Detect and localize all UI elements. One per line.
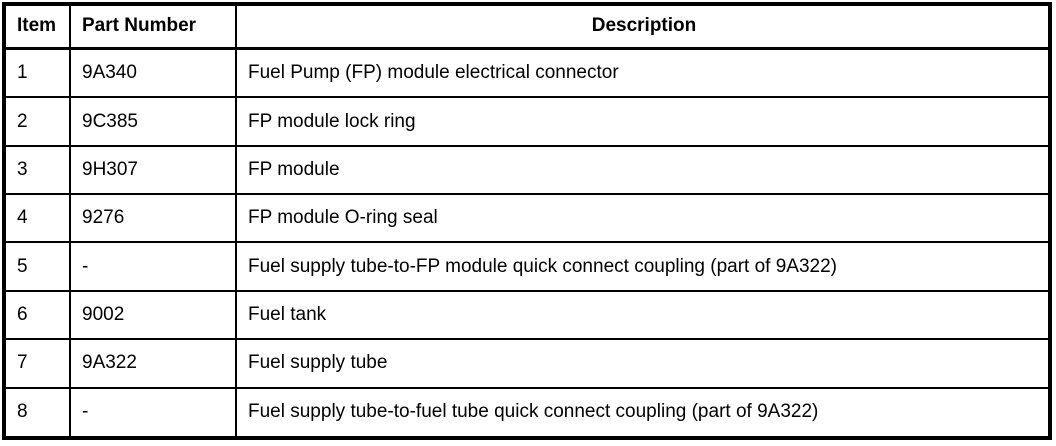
header-row: Item Part Number Description — [3, 3, 1051, 50]
table-row: 6 9002 Fuel tank — [3, 289, 1051, 341]
item-cell: 8 — [3, 386, 71, 440]
item-cell: 4 — [3, 193, 71, 244]
table-body: 1 9A340 Fuel Pump (FP) module electrical… — [3, 46, 1051, 440]
item-cell: 2 — [3, 96, 71, 147]
item-cell: 1 — [3, 46, 71, 99]
description-cell: FP module — [235, 144, 1051, 196]
table-row: 1 9A340 Fuel Pump (FP) module electrical… — [3, 46, 1051, 99]
item-cell: 7 — [3, 338, 71, 389]
column-header-part-number: Part Number — [69, 3, 237, 50]
part-number-cell: - — [69, 386, 237, 440]
description-cell: FP module O-ring seal — [235, 193, 1051, 244]
column-header-item: Item — [3, 3, 71, 50]
parts-table: Item Part Number Description 1 9A340 Fue… — [2, 2, 1052, 440]
description-cell: Fuel supply tube — [235, 338, 1051, 389]
table-row: 4 9276 FP module O-ring seal — [3, 193, 1051, 244]
table-row: 2 9C385 FP module lock ring — [3, 96, 1051, 147]
item-cell: 5 — [3, 241, 71, 292]
description-cell: Fuel supply tube-to-FP module quick conn… — [235, 241, 1051, 292]
description-cell: Fuel tank — [235, 289, 1051, 341]
column-header-description: Description — [235, 3, 1051, 50]
part-number-cell: 9276 — [69, 193, 237, 244]
part-number-cell: - — [69, 241, 237, 292]
part-number-cell: 9A322 — [69, 338, 237, 389]
part-number-cell: 9C385 — [69, 96, 237, 147]
table-row: 7 9A322 Fuel supply tube — [3, 338, 1051, 389]
table-row: 5 - Fuel supply tube-to-FP module quick … — [3, 241, 1051, 292]
part-number-cell: 9H307 — [69, 144, 237, 196]
item-cell: 3 — [3, 144, 71, 196]
description-cell: Fuel Pump (FP) module electrical connect… — [235, 46, 1051, 99]
part-number-cell: 9002 — [69, 289, 237, 341]
item-cell: 6 — [3, 289, 71, 341]
table-header: Item Part Number Description — [3, 3, 1051, 50]
part-number-cell: 9A340 — [69, 46, 237, 99]
table-row: 8 - Fuel supply tube-to-fuel tube quick … — [3, 386, 1051, 440]
description-cell: Fuel supply tube-to-fuel tube quick conn… — [235, 386, 1051, 440]
table-row: 3 9H307 FP module — [3, 144, 1051, 196]
description-cell: FP module lock ring — [235, 96, 1051, 147]
